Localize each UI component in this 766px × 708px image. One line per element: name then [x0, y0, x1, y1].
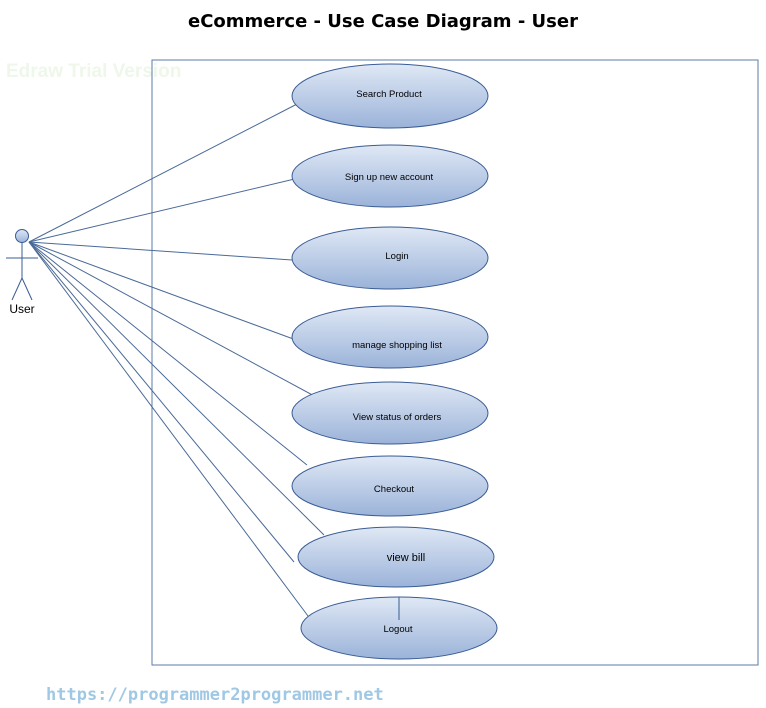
association-line: [28, 241, 293, 261]
association-line: [28, 241, 319, 399]
use-case-ellipse: [291, 63, 489, 129]
use-case-ellipse: [297, 526, 495, 588]
use-case-sign-up[interactable]: Sign up new account: [291, 144, 489, 208]
use-case-label: Checkout: [374, 484, 414, 495]
association-line: [28, 176, 304, 243]
diagram-title: eCommerce - Use Case Diagram - User: [188, 11, 578, 32]
use-case-label: manage shopping list: [352, 340, 442, 351]
use-case-label: view bill: [387, 552, 426, 564]
association-line: [28, 241, 308, 466]
use-case-ellipse: [291, 305, 489, 369]
use-case-ellipse: [291, 455, 489, 517]
use-case-label: Search Product: [356, 89, 422, 100]
association-line: [28, 241, 295, 563]
use-case-view-status-of-orders[interactable]: View status of orders: [291, 381, 489, 445]
association-line: [28, 241, 309, 617]
footer-url-link[interactable]: https://programmer2programmer.net: [46, 685, 384, 705]
use-case-search-product[interactable]: Search Product: [291, 63, 489, 129]
use-case-view-bill[interactable]: view bill: [297, 526, 495, 588]
association-line: [28, 241, 325, 536]
use-case-label: Sign up new account: [345, 172, 434, 183]
association-line: [28, 241, 308, 345]
use-case-logout[interactable]: Logout: [300, 596, 498, 660]
association-lines: [28, 101, 325, 617]
use-case-login[interactable]: Login: [291, 226, 489, 290]
actor-label: User: [9, 302, 34, 316]
system-boundary: [151, 59, 759, 666]
use-case-ellipse: [291, 381, 489, 445]
use-case-ellipse: [291, 226, 489, 290]
use-case-label: Logout: [383, 624, 412, 635]
use-case-label: Login: [385, 251, 408, 262]
use-case-manage-shopping-list[interactable]: manage shopping list: [291, 305, 489, 369]
use-case-checkout[interactable]: Checkout: [291, 455, 489, 517]
use-case-label: View status of orders: [353, 412, 442, 423]
trial-watermark: Edraw Trial Version: [6, 61, 182, 82]
association-line: [28, 101, 302, 243]
use-case-ellipse: [291, 144, 489, 208]
stick-figure-actor-icon: [6, 229, 38, 301]
actor-user[interactable]: User: [6, 229, 38, 317]
